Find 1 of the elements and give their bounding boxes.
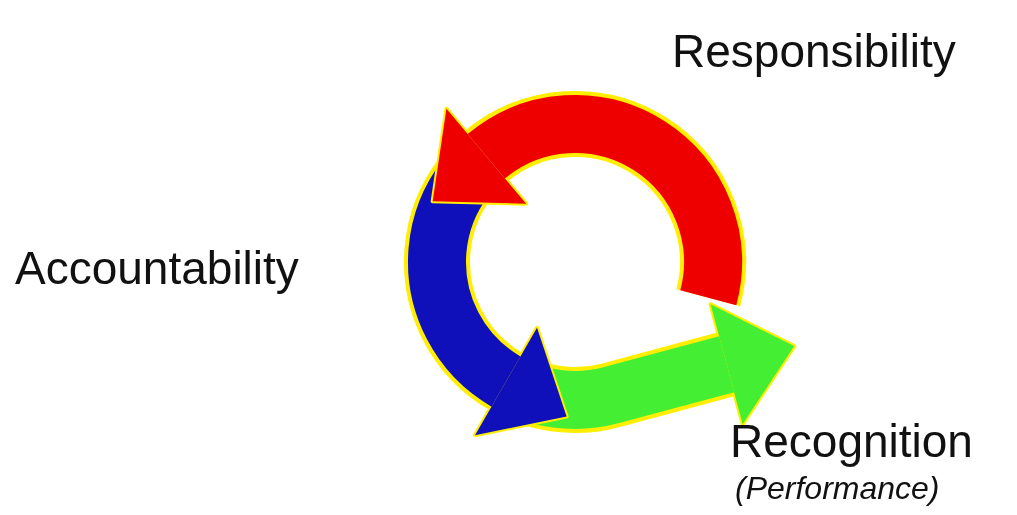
cycle-sublabel: (Performance) [735, 472, 940, 504]
